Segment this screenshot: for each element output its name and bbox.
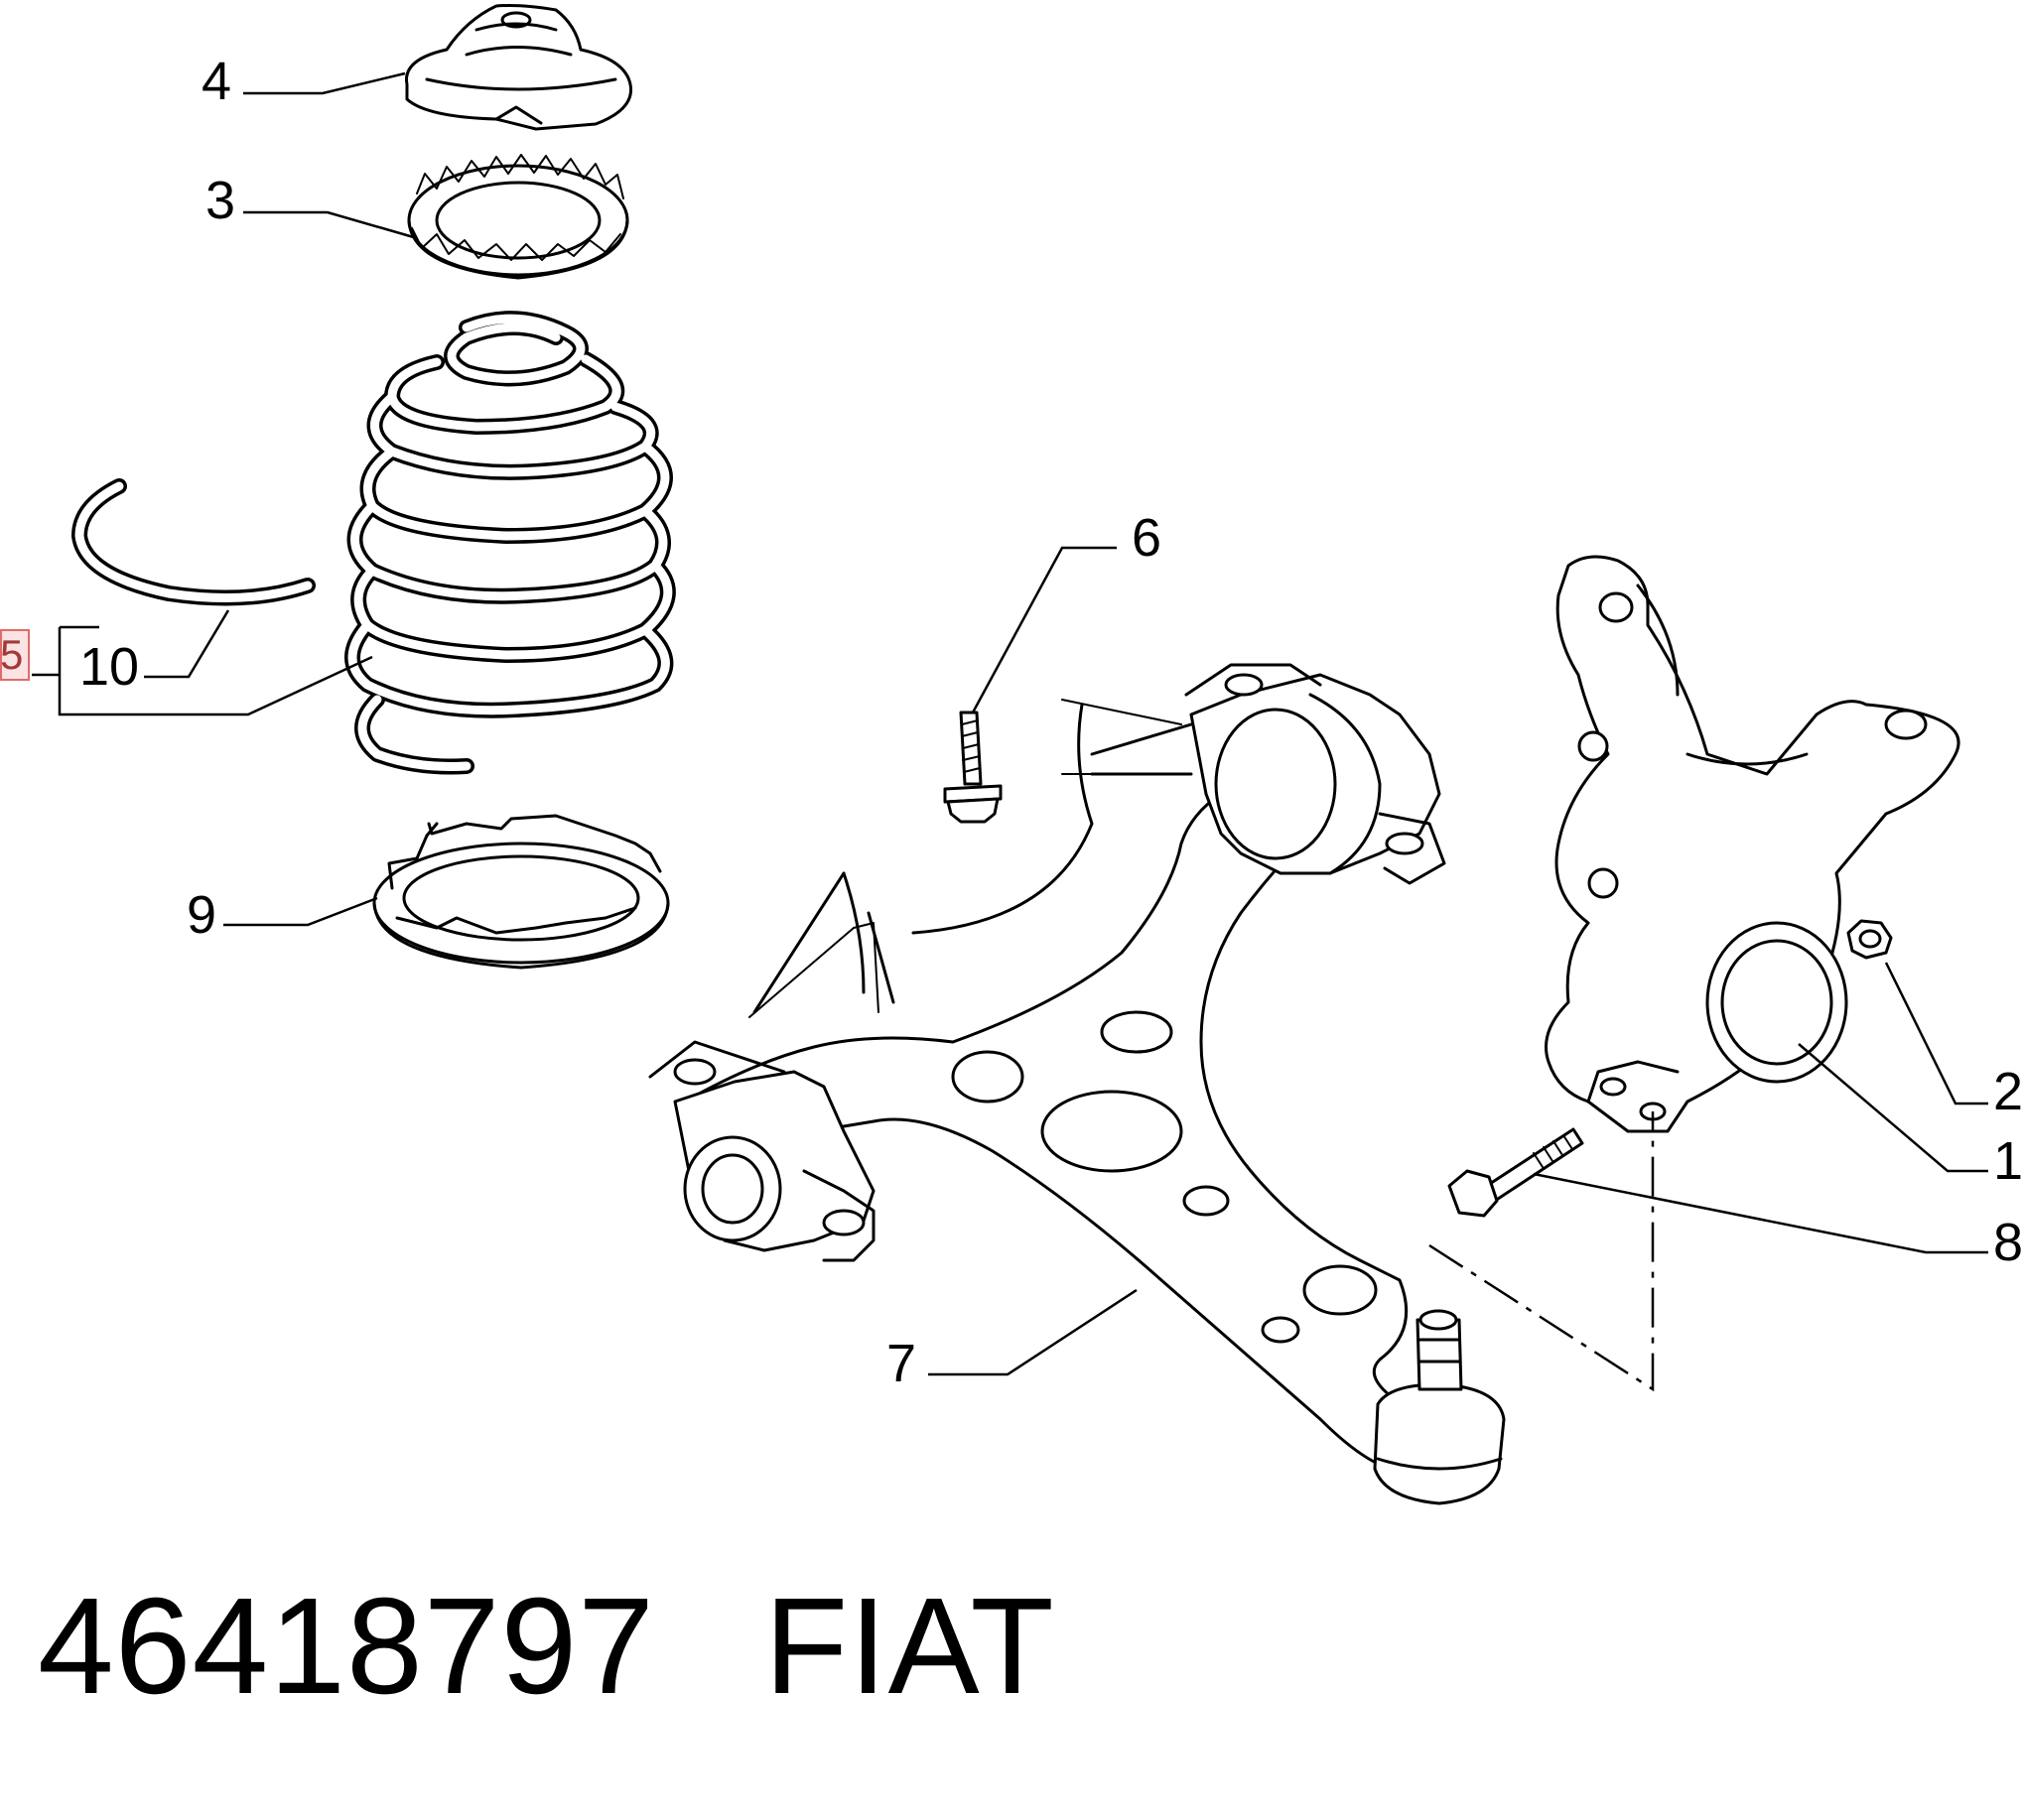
explosion-lines [748,699,1655,1392]
callout-2: 2 [1993,1062,2022,1121]
callout-10: 10 [79,637,139,697]
callout-5[interactable]: 5 [0,631,24,678]
part-3-isolator-ring [407,154,629,280]
part-9-lower-spring-seat [372,814,670,970]
leader-lines [32,71,1988,1376]
part-7-control-arm [648,663,1506,1505]
callout-7: 7 [886,1334,916,1393]
callout-1: 1 [1993,1131,2022,1191]
part-8-bolt [1447,1127,1584,1218]
part-2-nut [1846,919,1893,960]
callout-3: 3 [205,171,235,230]
part-5-coil-spring [344,311,676,775]
footer-caption: 46418797 FIAT [38,1568,1055,1726]
callout-9: 9 [187,885,216,945]
callout-8: 8 [1993,1213,2022,1272]
callout-numbers: 4 3 10 9 6 7 2 1 8 [79,52,2022,1393]
part-6-bolt [943,711,1003,824]
brand-name: FIAT [764,1570,1055,1723]
callout-5-highlight[interactable] [0,629,30,681]
callout-4: 4 [202,52,231,111]
part-4-strut-mount [405,4,633,131]
part-1-steering-knuckle [1545,555,1960,1133]
part-number: 46418797 [38,1570,655,1723]
callout-6: 6 [1132,508,1161,568]
part-10-rubber-ring [70,478,316,606]
